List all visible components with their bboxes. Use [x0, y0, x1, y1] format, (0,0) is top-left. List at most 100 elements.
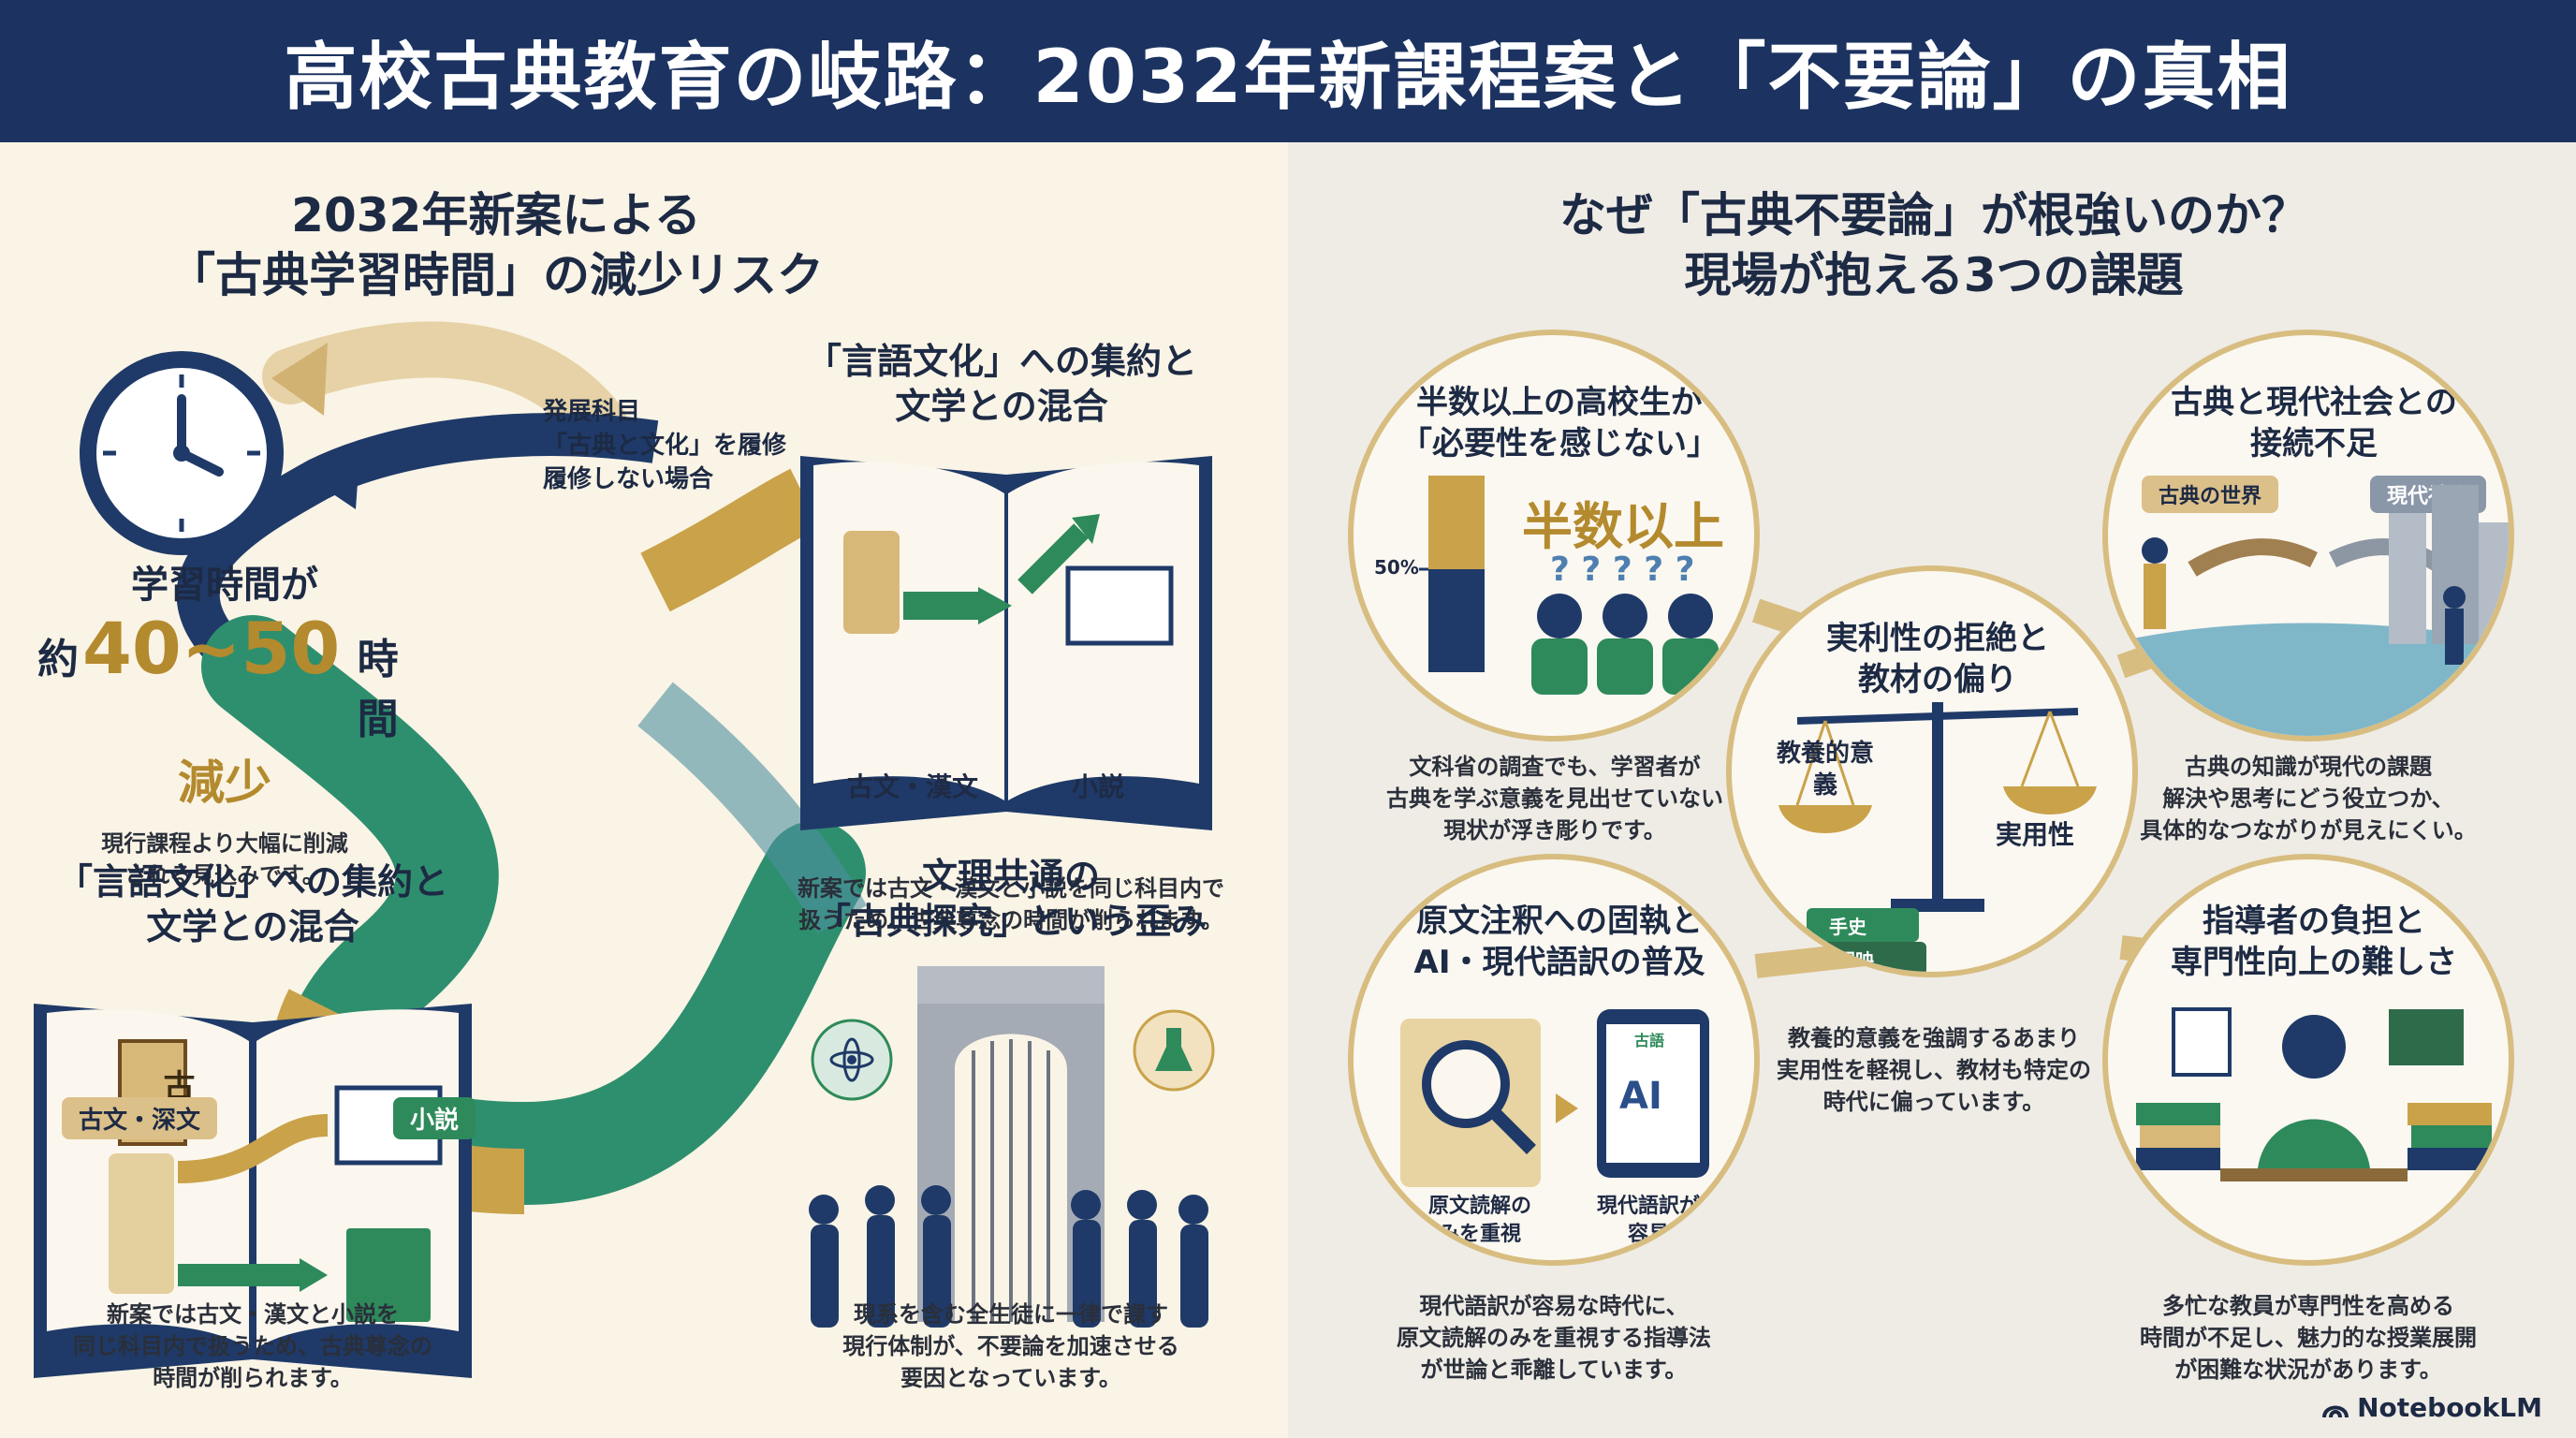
bottom-book-title: 「言語文化」への集約と 文学との混合	[56, 859, 449, 949]
bottom-book-desc-3: 時間が削られます。	[153, 1365, 353, 1391]
scale-graphic	[1778, 702, 2097, 972]
gate-desc-2: 現行体制が、不要論を加速させる	[842, 1333, 1179, 1359]
issue-circle-teacher: 指導者の負担と 専門性向上の難しさ	[2102, 854, 2514, 1266]
issue4-desc: 現代語訳が容易な時代に、 原文読解のみを重視する指導法 が世論と乖離しています。	[1348, 1290, 1760, 1386]
issue1-axis-label: 50%	[1374, 556, 1419, 579]
arrow-note-line2: 「古典と文化」を履修	[543, 432, 787, 460]
issue5-title-line1: 指導者の負担と	[2203, 902, 2425, 940]
issue5-title: 指導者の負担と 専門性向上の難しさ	[2127, 901, 2501, 983]
issue4-desc-3: が世論と乖離しています。	[1420, 1357, 1688, 1383]
gate-desc-1: 現系を含む全生徒に一律で課す	[854, 1301, 1168, 1328]
issue2-desc: 古典の知識が現代の課題 解決や思考にどう役立つか、 具体的なつながりが見えにくい…	[2102, 751, 2514, 846]
open-book-illustration: 古文・漢文 小説	[791, 437, 1222, 849]
left-title-line2: 「古典学習時間」の減少リスク	[168, 248, 824, 302]
issue3-right-pan-label: 実用性	[1996, 819, 2075, 850]
gate-title: 文理共通の 「古典探究」という歪み	[805, 854, 1217, 944]
issue5-desc-3: が困難な状況があります。	[2174, 1357, 2442, 1383]
issue1-desc-3: 現状が浮き彫りです。	[1443, 817, 1666, 844]
arrow-note-line1: 発展科目	[543, 398, 641, 426]
bottom-book-tag-left: 古文・深文	[62, 1097, 218, 1139]
issue2-title: 古典と現代社会との 接続不足	[2127, 382, 2501, 464]
issue3-title-line2: 教材の偏り	[1858, 661, 2017, 698]
issue4-right-label: 現代語訳が 容易	[1578, 1193, 1719, 1249]
arrow-note-line3: 履修しない場合	[543, 465, 714, 493]
study-time-decrease: 減少	[178, 756, 271, 810]
issue5-desc-1: 多忙な教員が専門性を高める	[2162, 1293, 2454, 1319]
gate-title-line1: 文理共通の	[921, 856, 1100, 897]
right-title-line2: 現場が抱える3つの課題	[1684, 248, 2184, 302]
issue4-title: 原文注釈への固執と AI・現代語訳の普及	[1372, 901, 1747, 983]
issue1-title-line2: 「必要性を感じない」	[1400, 425, 1719, 462]
study-time-label: 学習時間が	[131, 564, 318, 607]
issue3-desc-1: 教養的意義を強調するあまり	[1788, 1025, 2080, 1051]
issue3-title: 実利性の拒絶と 教材の偏り	[1750, 618, 2125, 700]
gate-title-line2: 「古典探究」という歪み	[814, 901, 1207, 942]
arrow-note: 発展科目 「古典と文化」を履修 履修しない場合	[543, 395, 842, 496]
issue2-title-line1: 古典と現代社会との	[2171, 384, 2457, 421]
header-bar: 高校古典教育の岐路：2032年新課程案と「不要論」の真相	[0, 0, 2576, 142]
issue4-right-label-1: 現代語訳が	[1596, 1195, 1700, 1218]
issue3-desc-3: 時代に偏っています。	[1822, 1089, 2045, 1115]
issue-circle-ai: 原文注釈への固執と AI・現代語訳の普及 AI 古語 原文読解の みを重視 現代…	[1348, 854, 1760, 1266]
bottom-book-tag-right: 小説	[393, 1097, 476, 1139]
left-panel: 2032年新案による 「古典学習時間」の減少リスク 学習時間が 約 40~50 …	[0, 142, 1288, 1438]
issue1-title-line1: 半数以上の高校生が	[1416, 384, 1703, 421]
bottom-book-desc-2: 同じ科目内で扱うため、古典尊念の	[73, 1333, 432, 1359]
issue4-tablet-small: 古語	[1634, 1032, 1665, 1049]
issue4-left-label-2: みを重視	[1438, 1223, 1521, 1246]
issue4-title-line1: 原文注釈への固執と	[1416, 902, 1703, 940]
issue3-left-pan-label: 教養的意義	[1776, 740, 1874, 800]
issue4-left-label: 原文読解の みを重視	[1410, 1193, 1550, 1249]
issue1-desc-1: 文科省の調査でも、学習者が	[1409, 754, 1701, 780]
issue5-desc: 多忙な教員が専門性を高める 時間が不足し、魅力的な授業展開 が困難な状況がありま…	[2102, 1290, 2514, 1386]
issue4-left-label-1: 原文読解の	[1427, 1195, 1531, 1218]
issue1-desc: 文科省の調査でも、学習者が 古典を学ぶ意義を見出せていない 現状が浮き彫りです。	[1354, 751, 1756, 846]
gate-illustration	[805, 966, 1217, 1378]
study-time-desc-1: 現行課程より大幅に削減	[101, 830, 348, 857]
right-title-line1: なぜ「古典不要論」が根強いのか？	[1559, 188, 2308, 242]
issue3-title-line1: 実利性の拒絶と	[1826, 620, 2049, 657]
right-panel: なぜ「古典不要論」が根強いのか？ 現場が抱える3つの課題 半数以上の高校生が 「…	[1288, 142, 2576, 1438]
issue2-title-line2: 接続不足	[2250, 425, 2378, 462]
bottom-book-title-line2: 文学との混合	[146, 906, 359, 947]
study-time-number: 40~50	[82, 607, 341, 690]
study-time-desc-2: される見込みです。	[124, 862, 325, 888]
left-section-title: 2032年新案による 「古典学習時間」の減少リスク	[168, 185, 824, 305]
issue-circle-connection: 古典と現代社会との 接続不足 古典の世界 現代社会	[2102, 330, 2514, 741]
left-title-line1: 2032年新案による	[291, 188, 701, 242]
top-book-title: 「言語文化」への集約と 文学との混合	[786, 339, 1217, 429]
notebooklm-logo: NotebookLM	[2321, 1392, 2542, 1423]
issue4-desc-1: 現代語訳が容易な時代に、	[1419, 1293, 1689, 1319]
issue4-ai-label: AI	[1619, 1075, 1662, 1118]
page-title: 高校古典教育の岐路：2032年新課程案と「不要論」の真相	[284, 36, 2292, 120]
gate-desc: 現系を含む全生徒に一律で課す 現行体制が、不要論を加速させる 要因となっています…	[796, 1299, 1226, 1394]
issue-circle-balance: 実利性の拒絶と 教材の偏り 教養的意義 実用性 手史 園映	[1726, 565, 2138, 977]
gate-desc-3: 要因となっています。	[900, 1365, 1121, 1391]
student-bar-graphic: ? ? ? ? ?	[1419, 476, 1719, 695]
bottom-book-desc: 新案では古文・漢文と小説を 同じ科目内で扱うため、古典尊念の 時間が削られます。	[56, 1299, 449, 1394]
issue4-title-line2: AI・現代語訳の普及	[1413, 944, 1705, 981]
issue4-right-label-2: 容易	[1627, 1223, 1669, 1246]
top-book-desc-2: 扱うため、古典尊念の時間が削られます。	[798, 907, 1223, 933]
clock-icon	[79, 350, 285, 556]
bottom-book-title-line1: 「言語文化」への集約と	[56, 861, 448, 902]
issue5-desc-2: 時間が不足し、魅力的な授業展開	[2140, 1325, 2477, 1351]
study-time-block: 学習時間が 約 40~50 時間 減少 現行課程より大幅に削減 される見込みです…	[37, 554, 412, 891]
issue1-big-label: 半数以上	[1522, 497, 1724, 556]
right-section-title: なぜ「古典不要論」が根強いのか？ 現場が抱える3つの課題	[1475, 185, 2393, 305]
top-book-title-line1: 「言語文化」への集約と	[805, 341, 1197, 382]
top-book-title-line2: 文学との混合	[895, 386, 1108, 427]
issue4-desc-2: 原文読解のみを重視する指導法	[1397, 1325, 1711, 1351]
notebooklm-logo-text: NotebookLM	[2357, 1392, 2542, 1423]
busy-teacher-graphic	[2136, 1007, 2492, 1181]
scroll-and-tablet-graphic	[1400, 1009, 1709, 1187]
top-book-desc-1: 新案では古文・漢文と小説を同じ科目内で	[798, 875, 1224, 902]
issue-circle-students: 半数以上の高校生が 「必要性を感じない」 ? ? ? ? ? 半数以上 50%	[1348, 330, 1760, 741]
issue5-title-line2: 専門性向上の難しさ	[2171, 944, 2457, 981]
issue1-desc-2: 古典を学ぶ意義を見出せていない	[1386, 785, 1723, 812]
study-time-suffix: 時間	[357, 636, 399, 743]
issue2-desc-2: 解決や思考にどう役立つか、	[2162, 785, 2454, 812]
issue3-desc-2: 実用性を軽視し、教材も特定の	[1777, 1057, 2091, 1083]
issue2-tag-classic: 古典の世界	[2142, 476, 2279, 513]
bottom-book-desc-1: 新案では古文・漢文と小説を	[107, 1301, 399, 1328]
